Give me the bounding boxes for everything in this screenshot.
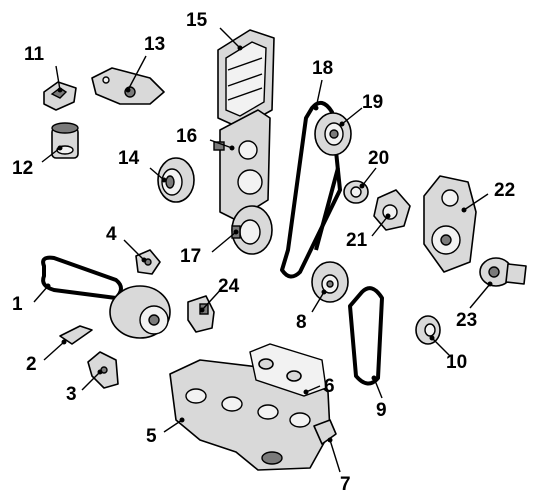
callout-17: 17 — [180, 246, 201, 267]
callout-20: 20 — [368, 148, 389, 169]
part-11-bracket — [43, 81, 77, 111]
callout-10: 10 — [446, 352, 467, 373]
callout-12: 12 — [12, 158, 33, 179]
part-23-oil-pump — [479, 257, 527, 287]
part-19-camshaft-sprocket — [314, 112, 352, 156]
alternator — [109, 285, 171, 339]
part-7-flange — [313, 419, 337, 445]
part-8-crank-sprocket — [311, 261, 349, 303]
part-10-sprocket — [415, 315, 441, 345]
callout-16: 16 — [176, 126, 197, 147]
leader-lines — [33, 27, 493, 473]
callout-4: 4 — [106, 224, 117, 245]
part-12-engine-mount — [51, 122, 79, 159]
callout-23: 23 — [456, 310, 477, 331]
part-17-pump-gear — [231, 205, 273, 255]
callout-11: 11 — [24, 44, 45, 65]
part-3-bracket — [87, 351, 119, 389]
part-4-small-bracket — [135, 249, 161, 275]
part-22-timing-housing — [423, 175, 477, 273]
callout-15: 15 — [186, 10, 208, 31]
part-1-drive-belt — [41, 255, 123, 300]
callout-18: 18 — [312, 58, 333, 79]
part-21-water-pump — [373, 189, 411, 231]
part-9-chain — [348, 286, 384, 386]
part-16-lower-timing-cover — [213, 109, 271, 221]
callout-2: 2 — [26, 354, 37, 375]
callout-13: 13 — [144, 34, 165, 55]
callout-8: 8 — [296, 312, 307, 333]
part-13-mount-bracket — [91, 67, 165, 105]
part-2-clip — [59, 325, 93, 345]
callout-6: 6 — [324, 376, 335, 397]
callout-9: 9 — [376, 400, 387, 421]
callout-24: 24 — [218, 276, 240, 297]
callout-5: 5 — [146, 426, 157, 447]
callout-19: 19 — [362, 92, 383, 113]
part-15-upper-timing-cover — [217, 29, 275, 129]
callout-14: 14 — [118, 148, 140, 169]
callout-7: 7 — [340, 474, 351, 495]
part-6-gasket — [249, 343, 327, 397]
part-14-tensioner-pulley — [157, 157, 195, 203]
callout-3: 3 — [66, 384, 77, 405]
callout-22: 22 — [494, 180, 515, 201]
part-18-timing-belt — [280, 100, 342, 279]
callout-1: 1 — [12, 294, 23, 315]
part-20-idler-roller — [343, 180, 369, 204]
callout-21: 21 — [346, 230, 368, 251]
